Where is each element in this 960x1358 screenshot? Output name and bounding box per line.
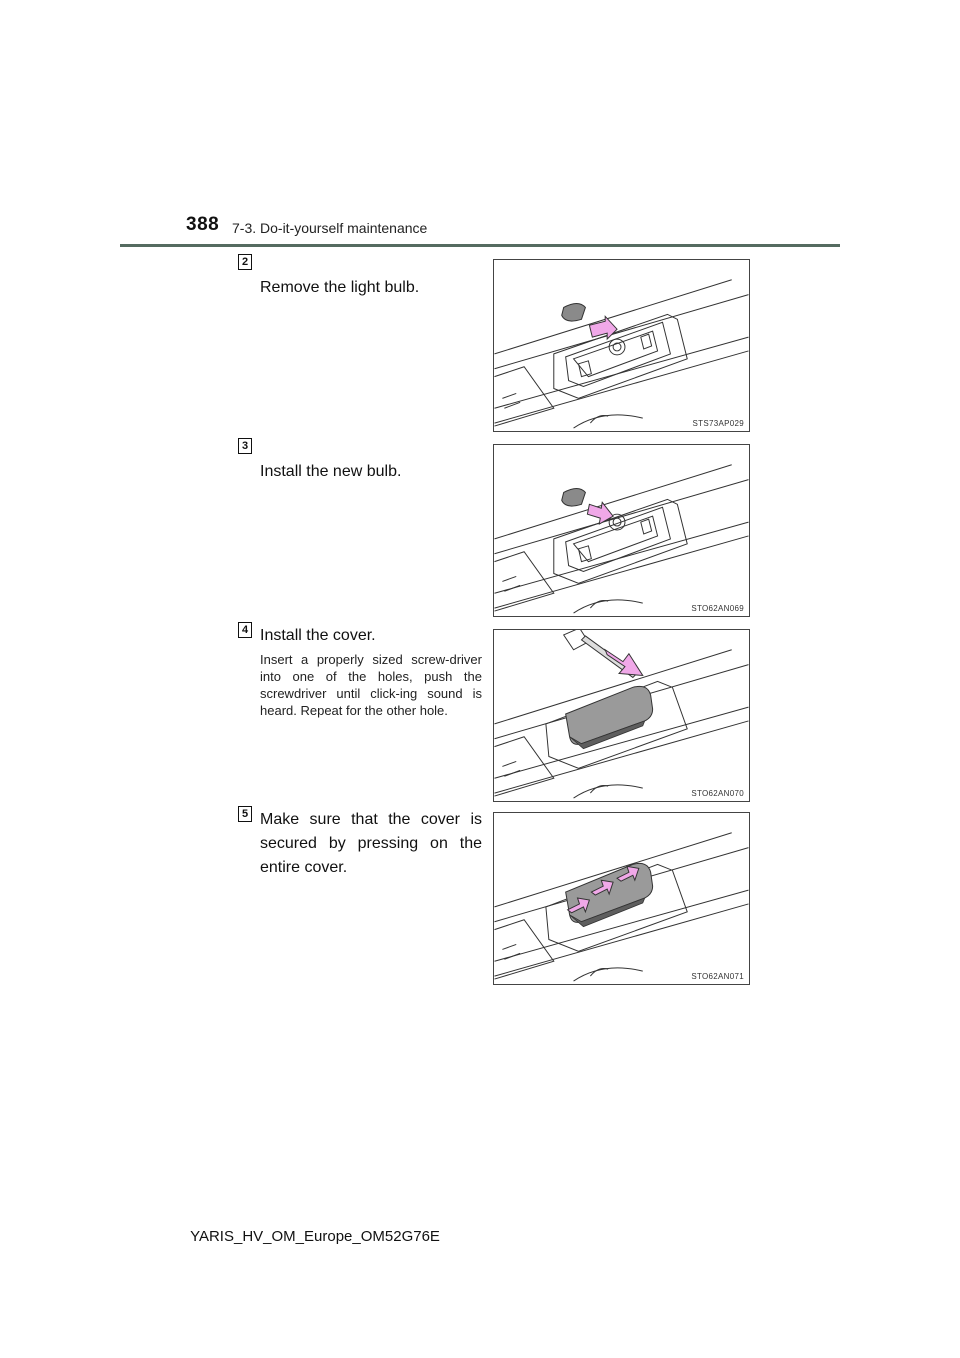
step-4-note: Insert a properly sized screw-driver int… <box>260 652 482 718</box>
step-3-text: Install the new bulb. <box>260 463 402 480</box>
step-4-text: Install the cover. <box>260 627 376 644</box>
step-5-badge: 5 <box>238 806 252 822</box>
tail-lamp-illustration <box>494 464 749 614</box>
figure-code: STS73AP029 <box>692 419 744 428</box>
step-2-text: Remove the light bulb. <box>260 279 420 296</box>
figure-install-bulb: STO62AN069 <box>493 444 750 617</box>
figure-secure-cover: STO62AN071 <box>493 812 750 985</box>
header-divider <box>120 244 840 247</box>
figure-remove-bulb: STS73AP029 <box>493 259 750 432</box>
step-2-badge: 2 <box>238 254 252 270</box>
cover-press-illustration <box>494 832 749 982</box>
figure-code: STO62AN069 <box>691 604 744 613</box>
footer-doc-id: YARIS_HV_OM_Europe_OM52G76E <box>190 1228 440 1245</box>
step-5-text: Make sure that the cover is secured by p… <box>260 811 482 876</box>
step-4-badge: 4 <box>238 622 252 638</box>
figure-install-cover: STO62AN070 <box>493 629 750 802</box>
cover-screwdriver-illustration <box>494 630 749 799</box>
tail-lamp-illustration <box>494 279 749 429</box>
figure-code: STO62AN071 <box>691 972 744 981</box>
figure-code: STO62AN070 <box>691 789 744 798</box>
step-3-badge: 3 <box>238 438 252 454</box>
page-number: 388 <box>186 214 220 235</box>
section-title: 7-3. Do-it-yourself maintenance <box>232 220 428 236</box>
